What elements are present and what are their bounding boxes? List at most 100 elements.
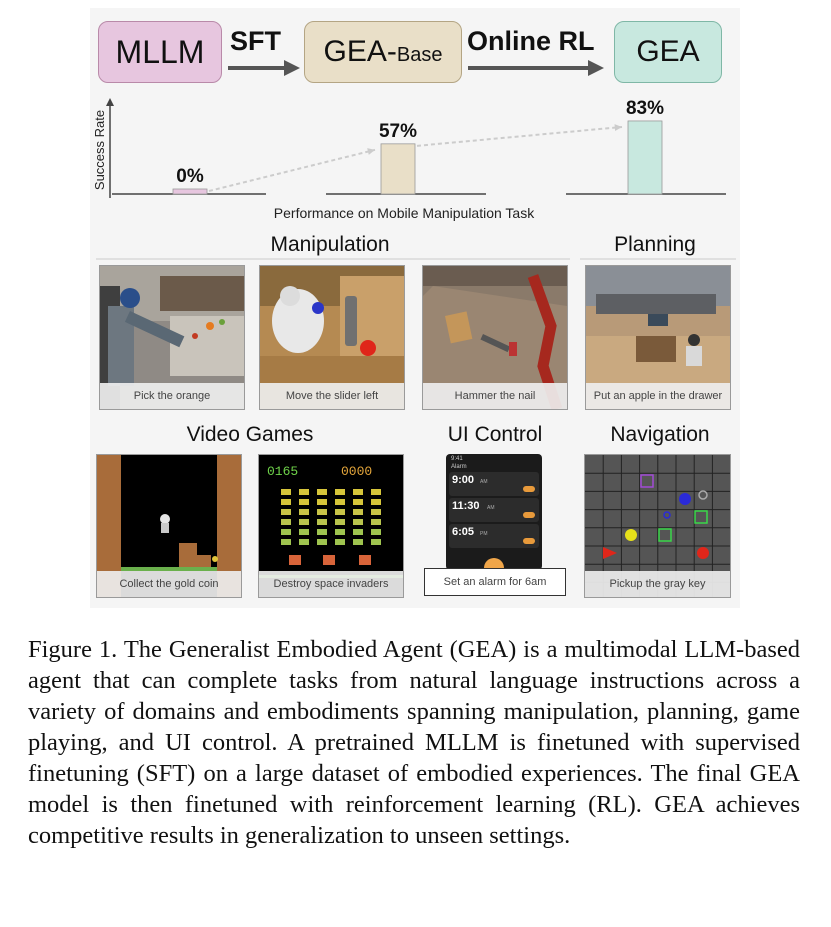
alarm-suffix-2: AM xyxy=(487,505,495,511)
bar-value-label: 57% xyxy=(379,121,417,142)
invader-sprite xyxy=(353,539,363,545)
tile-caption: Destroy space invaders xyxy=(259,571,403,597)
trend-arrowhead-1 xyxy=(614,124,622,132)
gea-base-box: GEA-Base xyxy=(304,21,462,83)
invader-sprite xyxy=(281,539,291,545)
tile-caption: Hammer the nail xyxy=(423,383,567,409)
invader-sprite xyxy=(353,529,363,535)
agent-triangle xyxy=(603,547,617,559)
shield-bunker xyxy=(359,555,371,565)
invader-sprite xyxy=(299,529,309,535)
bar-mllm xyxy=(172,188,208,195)
red-ball xyxy=(697,547,709,559)
phone-status: 9:41 xyxy=(451,456,463,462)
section-title-video-games: Video Games xyxy=(186,423,314,446)
tile-caption: Move the slider left xyxy=(260,383,404,409)
invader-sprite xyxy=(299,489,309,495)
shield-bunker xyxy=(289,555,301,565)
alarm-time-2: 11:30 xyxy=(452,500,480,512)
invader-sprite xyxy=(353,489,363,495)
section-rule-top xyxy=(96,258,736,260)
invader-sprite xyxy=(317,489,327,495)
phone-screen: 9:41 Alarm 9:00 AM 11:30 AM 6:05 PM xyxy=(446,454,542,570)
tile-gray-key: Pickup the gray key xyxy=(584,454,731,598)
game-score: 0165 xyxy=(267,464,298,479)
blue-key-icon xyxy=(663,511,671,519)
y-axis-label: Success Rate xyxy=(92,110,107,190)
shield-bunker xyxy=(323,555,335,565)
invader-sprite xyxy=(317,499,327,505)
invader-sprite xyxy=(335,509,345,515)
invader-sprite xyxy=(371,539,381,545)
invader-sprite xyxy=(353,519,363,525)
tile-alarm: 9:41 Alarm 9:00 AM 11:30 AM 6:05 PM Set … xyxy=(424,454,566,596)
invader-sprite xyxy=(317,539,327,545)
invader-sprite xyxy=(371,519,381,525)
trend-line-1 xyxy=(416,125,623,147)
figure-caption: Figure 1. The Generalist Embodied Agent … xyxy=(28,636,800,849)
invader-sprite xyxy=(335,499,345,505)
invader-sprite xyxy=(335,519,345,525)
invader-sprite xyxy=(317,519,327,525)
alarm-toggle-2[interactable] xyxy=(523,512,535,518)
section-title-planning: Planning xyxy=(614,233,696,256)
invader-sprite xyxy=(299,519,309,525)
invader-sprite xyxy=(371,509,381,515)
blue-ball xyxy=(679,493,691,505)
tile-caption: Pickup the gray key xyxy=(585,571,730,597)
invader-sprite xyxy=(335,539,345,545)
bar-gea-base xyxy=(380,143,416,195)
invader-sprite xyxy=(353,499,363,505)
x-axis-label: Performance on Mobile Manipulation Task xyxy=(274,205,535,221)
invader-sprite xyxy=(299,509,309,515)
yellow-ball xyxy=(625,529,637,541)
mllm-box: MLLM xyxy=(98,21,222,83)
tile-space-invaders: 0165 0000 Destroy space invaders xyxy=(258,454,404,598)
invader-sprite xyxy=(353,509,363,515)
gea-box: GEA xyxy=(614,21,722,83)
trend-arrowhead-0 xyxy=(367,148,375,155)
green-box xyxy=(658,528,672,542)
alarm-toggle-1[interactable] xyxy=(523,486,535,492)
alarm-suffix-1: AM xyxy=(480,479,488,485)
online-rl-label: Online RL xyxy=(467,26,595,56)
bar-gea xyxy=(627,120,663,195)
gea-label: GEA xyxy=(636,35,700,68)
mllm-label: MLLM xyxy=(115,33,205,70)
invader-sprite xyxy=(335,489,345,495)
sft-arrow xyxy=(228,60,300,76)
bar-value-label: 83% xyxy=(626,98,664,119)
section-title-ui-control: UI Control xyxy=(447,423,543,446)
alarm-time-1: 9:00 xyxy=(452,474,475,486)
online-rl-arrow xyxy=(468,60,604,76)
sft-label: SFT xyxy=(230,26,281,56)
invader-sprite xyxy=(335,529,345,535)
tile-caption: Collect the gold coin xyxy=(97,571,241,597)
gray-key-icon xyxy=(698,490,708,500)
invader-sprite xyxy=(371,489,381,495)
add-alarm-button[interactable] xyxy=(484,558,504,570)
alarm-card-2: 11:30 AM xyxy=(449,498,539,522)
tile-caption: Put an apple in the drawer xyxy=(586,383,730,409)
gea-base-label-main: GEA- xyxy=(323,35,397,68)
purple-box xyxy=(640,474,654,488)
section-title-manipulation: Manipulation xyxy=(270,233,390,256)
gea-base-label-sub: Base xyxy=(396,43,443,66)
invader-sprite xyxy=(281,529,291,535)
game-hiscore: 0000 xyxy=(341,464,372,479)
y-axis-arrowhead xyxy=(106,98,114,106)
alarm-suffix-3: PM xyxy=(480,531,488,537)
green-box xyxy=(694,510,708,524)
tile-caption: Pick the orange xyxy=(100,383,244,409)
phone-title: Alarm xyxy=(451,464,467,470)
invader-sprite xyxy=(281,519,291,525)
trend-line-0 xyxy=(208,148,376,192)
tile-caption: Set an alarm for 6am xyxy=(424,568,566,596)
alarm-card-3: 6:05 PM xyxy=(449,524,539,548)
invader-sprite xyxy=(299,499,309,505)
invader-sprite xyxy=(317,529,327,535)
alarm-toggle-3[interactable] xyxy=(523,538,535,544)
invader-sprite xyxy=(371,499,381,505)
